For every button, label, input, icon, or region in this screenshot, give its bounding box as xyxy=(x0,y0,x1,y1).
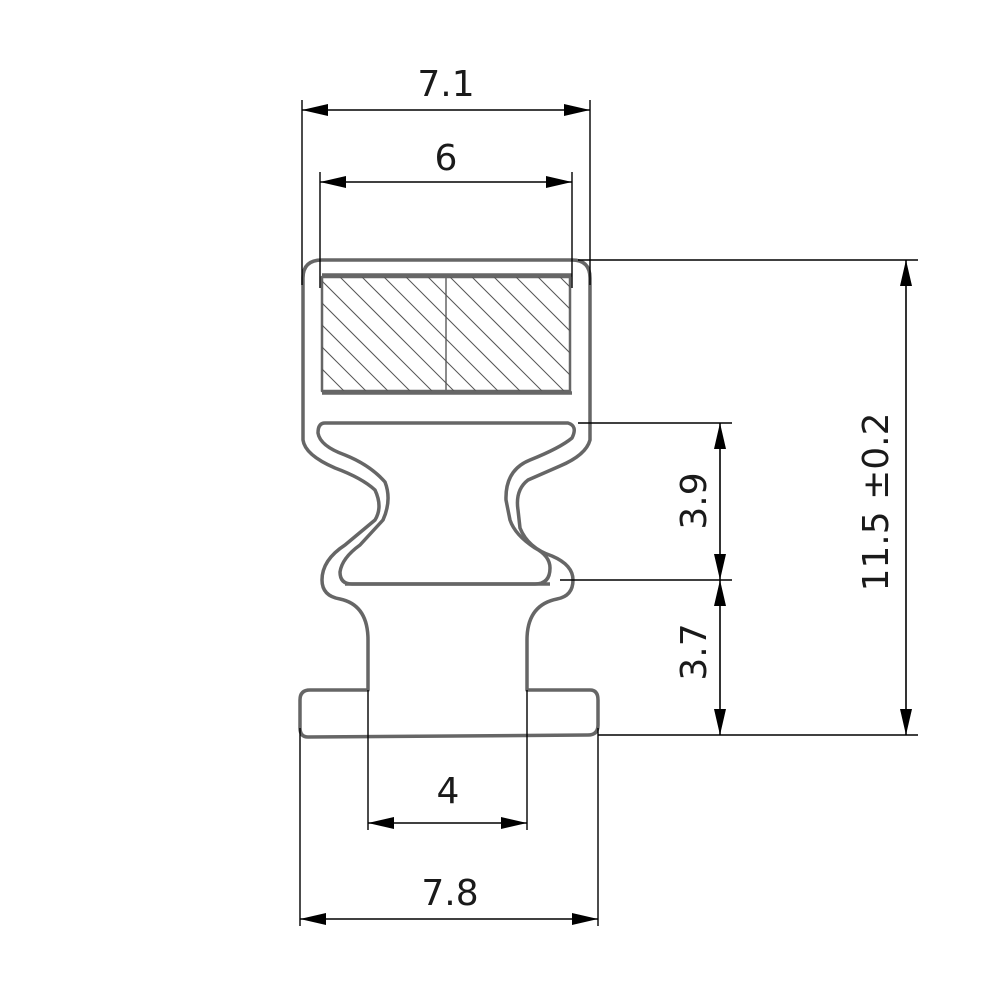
dimension-top-inner-width: 6 xyxy=(320,138,572,188)
hatch-line xyxy=(537,277,570,310)
profile-outline xyxy=(298,258,600,739)
hatch-line xyxy=(515,277,570,332)
hatch-line xyxy=(471,277,570,376)
hatch-line xyxy=(559,277,570,288)
arrow-bottom xyxy=(714,709,726,735)
dim-label: 6 xyxy=(435,138,458,179)
dim-label: 7.8 xyxy=(421,873,478,914)
dim-label: 4 xyxy=(437,771,460,812)
arrow-left xyxy=(368,817,394,829)
arrow-top xyxy=(900,260,912,286)
hatch-line xyxy=(339,277,455,391)
dimension-total-height: 11.5 ±0.2 xyxy=(856,260,912,735)
dim-label: 7.1 xyxy=(417,64,474,105)
arrow-bottom xyxy=(714,554,726,580)
hatch-line xyxy=(322,346,367,391)
extension-lines xyxy=(299,100,918,926)
hatched-insert xyxy=(320,275,572,393)
hatch-line xyxy=(361,277,477,391)
dimension-base-width: 7.8 xyxy=(300,873,598,925)
dimension-neck-height: 3.9 xyxy=(674,423,726,580)
arrow-left xyxy=(320,176,346,188)
hatch-line xyxy=(427,277,543,391)
dim-label: 3.7 xyxy=(674,623,715,680)
hatch-line xyxy=(322,324,389,391)
arrow-top xyxy=(714,423,726,449)
dimension-stem-width: 4 xyxy=(368,771,527,829)
arrow-left xyxy=(302,104,328,116)
arrow-top xyxy=(714,580,726,606)
hatch-line xyxy=(383,277,499,391)
outer-contour xyxy=(298,258,600,739)
inner-chamber xyxy=(316,421,576,586)
hatch-line xyxy=(322,302,411,391)
dim-label: 3.9 xyxy=(674,472,715,529)
hatch-line xyxy=(322,368,345,391)
arrow-right xyxy=(546,176,572,188)
hatch-line xyxy=(322,280,433,391)
hatch-pattern xyxy=(322,277,570,391)
dim-label: 11.5 ±0.2 xyxy=(856,412,897,591)
hatch-line xyxy=(405,277,521,391)
arrow-right xyxy=(501,817,527,829)
hatch-line xyxy=(449,277,565,391)
arrow-left xyxy=(300,913,326,925)
dimension-foot-height: 3.7 xyxy=(674,580,726,735)
arrow-right xyxy=(572,913,598,925)
arrow-bottom xyxy=(900,709,912,735)
hatch-line xyxy=(322,390,323,391)
hatch-line xyxy=(493,277,570,354)
dimension-top-outer-width: 7.1 xyxy=(302,64,590,116)
arrow-right xyxy=(564,104,590,116)
